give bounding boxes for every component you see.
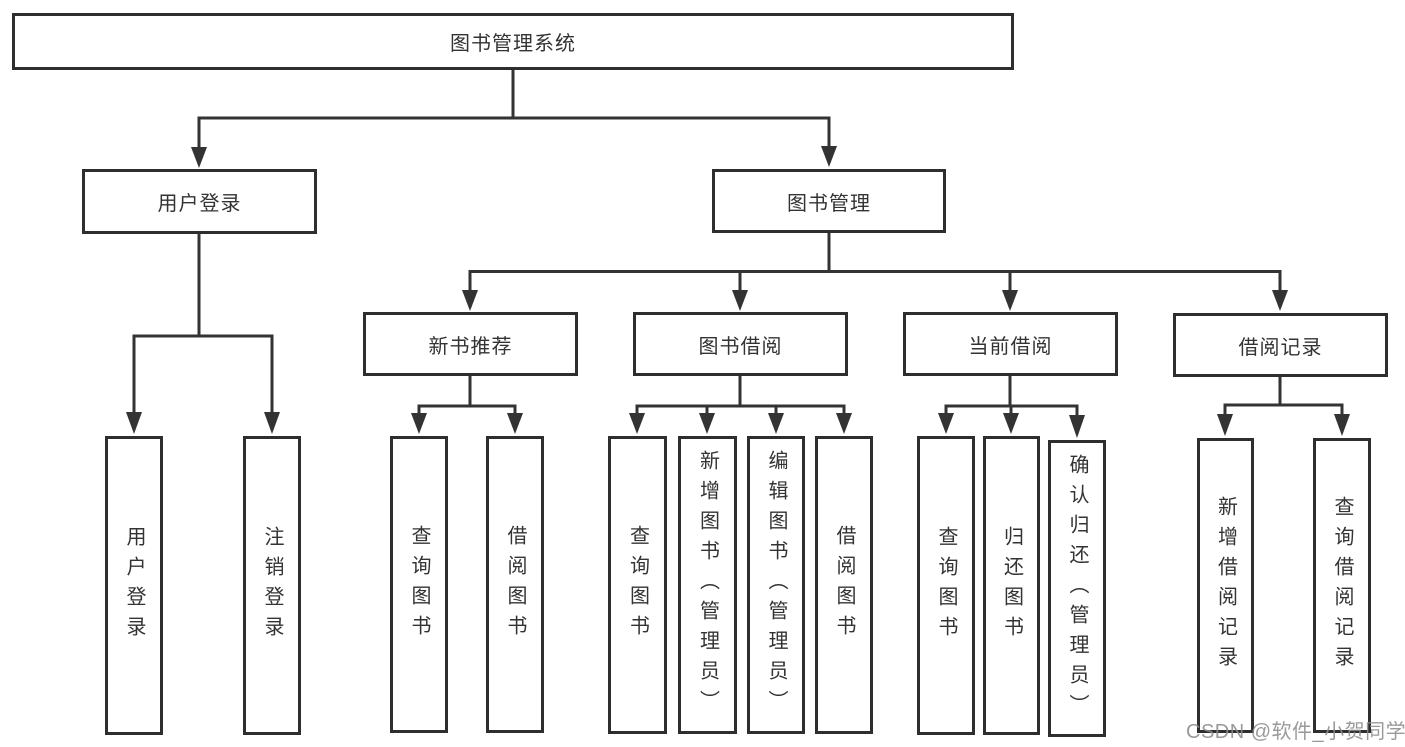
node-label: 图书管理 [787, 192, 871, 215]
node-label: 新增图书（管理员） [696, 450, 719, 720]
leaf-edit-book-admin: 编辑图书（管理员） [747, 436, 805, 734]
node-new-book-recommend: 新书推荐 [363, 312, 578, 376]
csdn-watermark: CSDN @软件_小贺同学 [1186, 721, 1405, 743]
leaf-user-login: 用户登录 [105, 436, 163, 735]
leaf-query-books-recommend: 查询图书 [390, 436, 448, 733]
node-label: 归还图书 [1000, 525, 1023, 646]
leaf-confirm-return-admin: 确认归还（管理员） [1048, 440, 1106, 737]
leaf-logout: 注销登录 [243, 436, 301, 735]
node-label: 用户登录 [123, 525, 145, 646]
connector-bookmgmt-to-level3 [468, 233, 1282, 292]
node-label: 新增借阅记录 [1214, 495, 1237, 676]
leaf-query-books-current: 查询图书 [917, 436, 975, 735]
node-label: 用户登录 [157, 193, 242, 215]
connector-userlogin-to-leaves [132, 234, 274, 414]
node-system-root: 图书管理系统 [12, 13, 1014, 70]
connector-borrowing-to-leaves [635, 376, 846, 415]
node-current-borrowing: 当前借阅 [903, 312, 1118, 376]
connector-current-to-leaves [944, 376, 1079, 417]
leaf-add-borrow-record: 新增借阅记录 [1197, 438, 1254, 733]
node-book-borrowing: 图书借阅 [633, 312, 848, 376]
connector-newbook-to-leaves [417, 376, 517, 415]
node-label: 确认归还（管理员） [1066, 453, 1088, 724]
node-label: 查询图书 [626, 525, 649, 645]
leaf-borrow-books-borrowing: 借阅图书 [815, 436, 873, 734]
leaf-add-book-admin: 新增图书（管理员） [678, 436, 737, 734]
leaf-borrow-books-recommend: 借阅图书 [486, 436, 544, 733]
node-label: 借阅图书 [833, 525, 855, 645]
node-label: 借阅记录 [1238, 336, 1323, 359]
node-user-login: 用户登录 [82, 169, 317, 234]
node-label: 查询借阅记录 [1331, 495, 1353, 676]
node-label: 图书管理系统 [450, 33, 576, 55]
connector-records-to-leaves [1223, 377, 1344, 416]
node-borrow-records: 借阅记录 [1173, 313, 1388, 377]
node-label: 新书推荐 [428, 335, 513, 358]
leaf-query-borrow-record: 查询借阅记录 [1313, 438, 1371, 733]
leaf-return-books: 归还图书 [983, 436, 1040, 735]
leaf-query-books-borrowing: 查询图书 [608, 436, 667, 734]
node-label: 查询图书 [935, 525, 957, 646]
node-label: 查询图书 [408, 524, 430, 645]
node-book-management: 图书管理 [712, 169, 946, 233]
arrowhead-icons [126, 146, 1350, 438]
node-label: 图书借阅 [698, 335, 783, 358]
connector-root-to-level2 [197, 69, 831, 150]
node-label: 借阅图书 [504, 524, 526, 645]
node-label: 注销登录 [261, 525, 283, 646]
node-label: 编辑图书（管理员） [765, 450, 787, 720]
node-label: 当前借阅 [968, 335, 1053, 358]
